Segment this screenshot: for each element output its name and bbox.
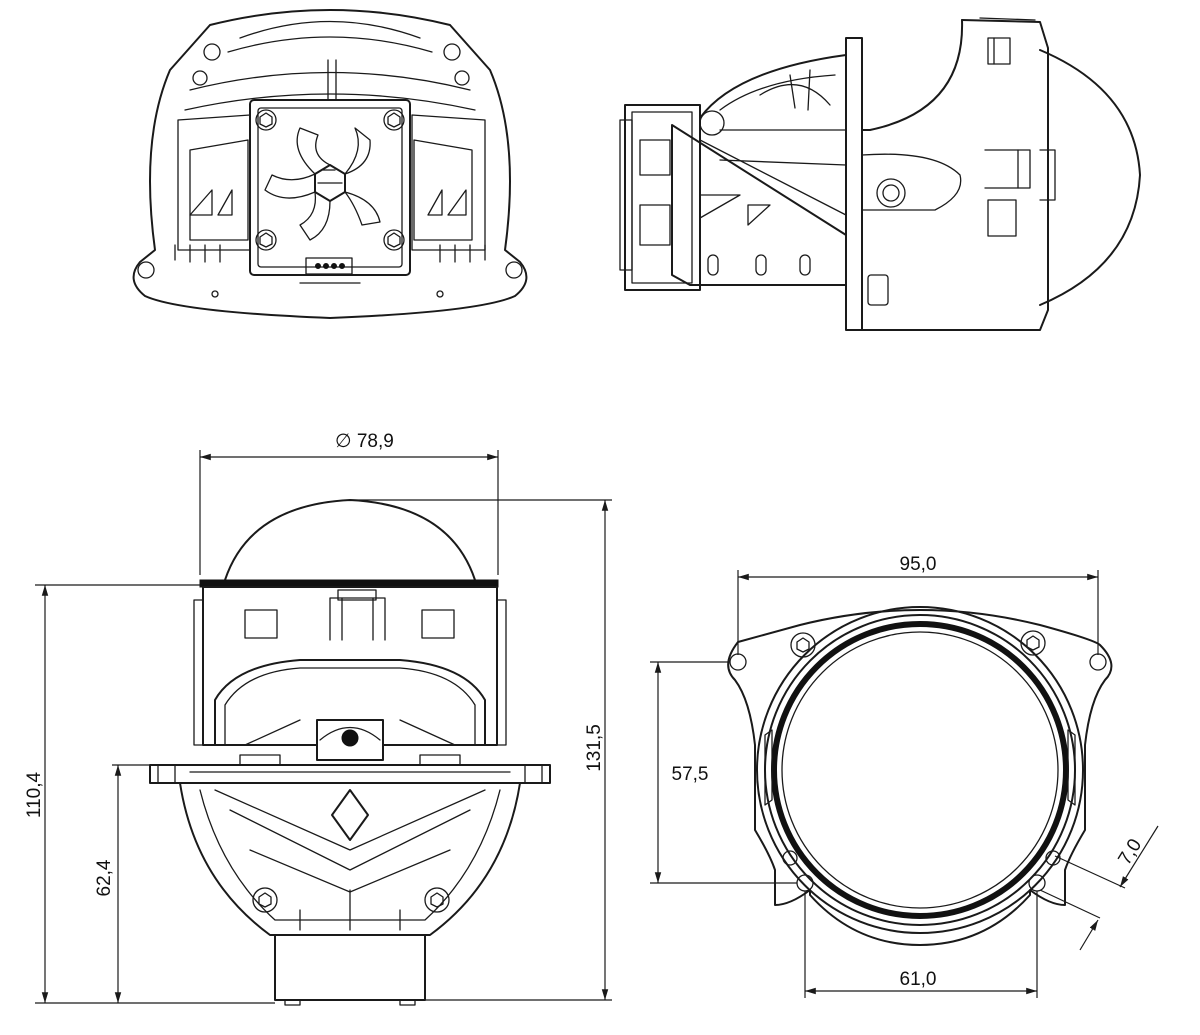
dimension-labels: ∅ 78,9 110,4 62,4 131,5 95,0 57,5 61,0 7… xyxy=(24,431,1146,990)
side-view xyxy=(619,17,1141,331)
hole-vertical-spacing-label: 57,5 xyxy=(672,764,709,785)
fan-icon xyxy=(264,127,381,241)
hole-horizontal-spacing-label: 61,0 xyxy=(900,969,937,990)
lens-diameter-label: ∅ 78,9 xyxy=(335,431,394,452)
dimension-lines xyxy=(35,450,1159,1004)
mount-height-label: 62,4 xyxy=(94,859,115,896)
overall-length-label: 131,5 xyxy=(584,724,605,772)
rear-view xyxy=(132,9,528,319)
front-flange-view xyxy=(727,606,1113,946)
flange-width-label: 95,0 xyxy=(900,554,937,575)
screw-icon xyxy=(255,109,405,251)
hole-offset-label: 7,0 xyxy=(1114,835,1146,869)
front-elevation-view xyxy=(149,499,551,1006)
total-height-label: 110,4 xyxy=(24,772,45,819)
